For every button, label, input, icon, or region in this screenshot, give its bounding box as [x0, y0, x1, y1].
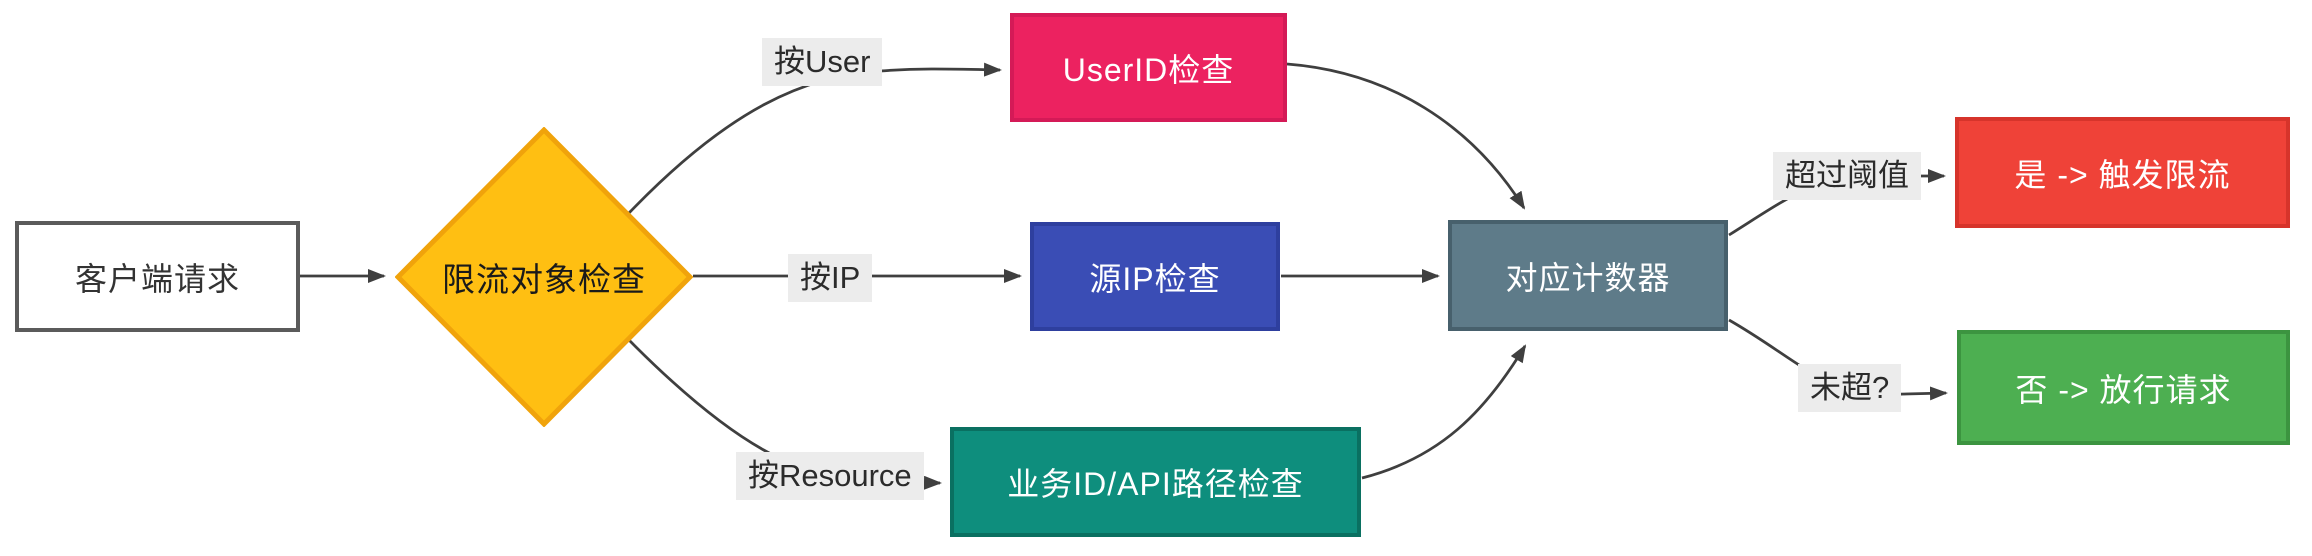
edge-label-by-resource: 按Resource	[736, 452, 924, 500]
counter-node: 对应计数器	[1448, 220, 1728, 331]
edge-label-not-over: 未超?	[1798, 364, 1902, 412]
arrow-resource-check-to-counter	[1361, 344, 1527, 480]
allow-request-node: 否 -> 放行请求	[1957, 330, 2290, 445]
resource-check-label: 业务ID/API路径检查	[1007, 466, 1304, 502]
trigger-limit-node: 是 -> 触发限流	[1955, 117, 2290, 228]
counter-label: 对应计数器	[1505, 259, 1671, 296]
decision-diamond: 限流对象检查	[395, 127, 693, 427]
userid-check-label: UserID检查	[1062, 51, 1235, 88]
edge-label-by-ip: 按IP	[788, 254, 873, 302]
edge-label-by-user: 按User	[762, 38, 883, 86]
resource-check-node: 业务ID/API路径检查	[950, 427, 1361, 537]
edge-label-over-threshold: 超过阈值	[1773, 152, 1921, 200]
allow-request-label: 否 -> 放行请求	[2015, 371, 2232, 408]
source-ip-check-node: 源IP检查	[1030, 222, 1280, 331]
client-request-node: 客户端请求	[15, 221, 300, 332]
arrow-user-check-to-counter	[1286, 62, 1526, 210]
trigger-limit-label: 是 -> 触发限流	[2014, 156, 2231, 193]
decision-diamond-label: 限流对象检查	[442, 261, 646, 298]
source-ip-check-label: 源IP检查	[1089, 260, 1221, 297]
client-request-label: 客户端请求	[74, 260, 240, 297]
userid-check-node: UserID检查	[1010, 13, 1287, 122]
decision-diamond-shape	[395, 127, 693, 427]
